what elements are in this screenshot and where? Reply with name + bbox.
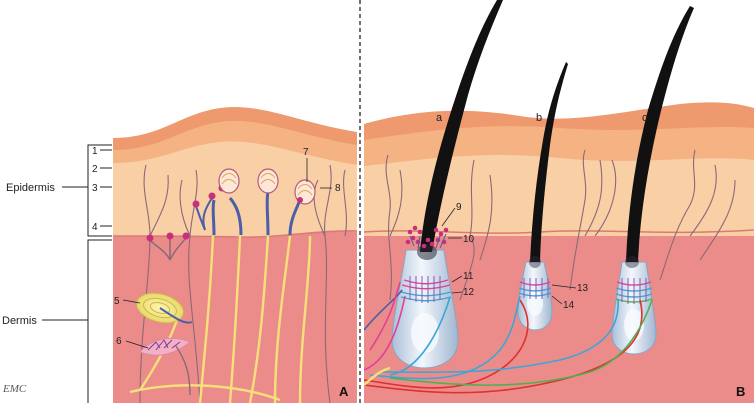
- label-6: 6: [116, 336, 122, 347]
- hair-label-a: a: [436, 112, 443, 124]
- dermis-label: Dermis: [2, 315, 37, 327]
- hair-bulbs: [417, 244, 639, 268]
- panel-label-b: B: [736, 384, 745, 399]
- sublayer-3: 3: [92, 183, 98, 194]
- label-8: 8: [335, 183, 341, 194]
- merkel-cluster-b: [405, 225, 449, 249]
- afferent-fibers-b: [364, 281, 653, 394]
- label-7: 7: [303, 147, 309, 158]
- panel-a: [113, 106, 357, 403]
- leader-lines-a: [122, 158, 332, 349]
- hair-shafts: [420, 0, 694, 262]
- pacinian-corpuscle-a: [136, 292, 193, 324]
- yellow-fiber-b: [364, 366, 391, 386]
- lanceolate-endings: [409, 276, 647, 304]
- label-13: 13: [577, 283, 589, 294]
- emc-logo: EMC: [2, 383, 27, 395]
- panel-label-a: A: [339, 384, 349, 399]
- free-nerve-endings-b: [385, 149, 736, 301]
- free-nerve-endings-a: [139, 164, 347, 403]
- label-11: 11: [463, 271, 474, 282]
- ruffini-ending-a: [139, 337, 191, 396]
- label-10: 10: [463, 234, 475, 245]
- meissner-corpuscles-a: [218, 168, 316, 205]
- merkel-stalks-b: [409, 233, 447, 249]
- hair-label-c: c: [642, 112, 648, 124]
- panel-b: [364, 0, 754, 403]
- myelinated-fibers-a: [129, 235, 312, 403]
- layer-bracket: [42, 144, 112, 403]
- label-12: 12: [463, 287, 475, 298]
- sublayer-4: 4: [92, 222, 98, 233]
- hair-label-b: b: [536, 112, 542, 124]
- sublayer-2: 2: [92, 164, 98, 175]
- label-5: 5: [114, 296, 120, 307]
- label-14: 14: [563, 300, 575, 311]
- epidermis-label: Epidermis: [6, 182, 55, 194]
- corneum-layer-a: [113, 106, 357, 150]
- hair-follicle-c: [611, 261, 657, 355]
- leader-lines-b: [441, 207, 577, 305]
- hair-follicle-a: [391, 249, 459, 369]
- sublayer-1: 1: [92, 146, 98, 157]
- label-9: 9: [456, 202, 462, 213]
